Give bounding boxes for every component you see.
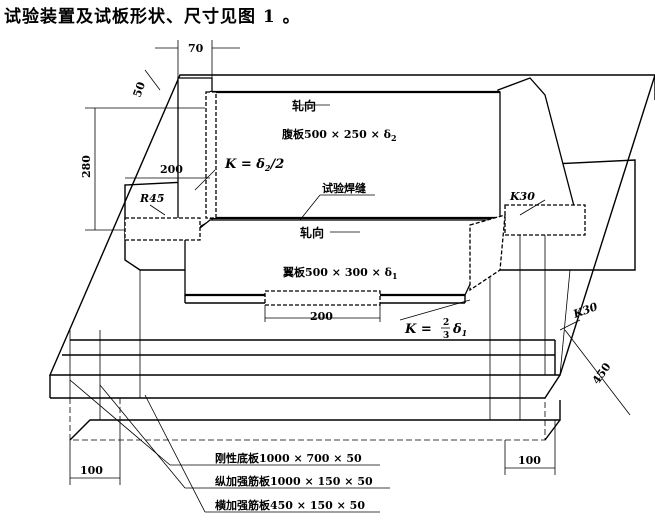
dim-100-right: 100	[518, 454, 541, 467]
longitudinal-ribs	[69, 330, 561, 441]
dim-70: 70	[188, 42, 204, 55]
rigid-base-plate	[48, 74, 655, 399]
welds	[124, 91, 586, 306]
k30-base-label: K30	[571, 300, 600, 321]
dim-280: 280	[80, 155, 93, 178]
web-plate	[209, 90, 501, 220]
dim-100-left: 100	[80, 464, 103, 477]
transverse-ribs	[62, 159, 636, 420]
flange-plate	[184, 219, 502, 304]
rail-direction-bottom: 轧向	[300, 225, 324, 240]
web-plate-label: 腹板500 × 250 × δ2	[282, 127, 397, 143]
dimension-lines	[69, 40, 631, 513]
test-weld-label: 试验焊缝	[322, 181, 366, 195]
r45-label: R45	[139, 192, 164, 205]
rail-direction-top: 轧向	[292, 98, 316, 113]
k-flange-denominator: 3	[443, 331, 449, 341]
k30-right-label: K30	[509, 190, 535, 203]
caption: 试验装置及试板形状、尺寸见图 1 。	[4, 7, 301, 27]
dim-50: 50	[131, 80, 149, 99]
dim-450: 450	[590, 360, 614, 387]
transverse-rib-label: 横加强筋板450 × 150 × 50	[215, 498, 365, 512]
k-web-label: K = δ2/2	[224, 157, 284, 173]
k-flange-text: K =	[404, 322, 432, 337]
base-plate-label: 刚性底板1000 × 700 × 50	[215, 451, 362, 465]
flange-plate-label: 翼板500 × 300 × δ1	[282, 265, 398, 281]
k-flange-numerator: 2	[443, 318, 449, 328]
dim-200-bottom: 200	[310, 310, 333, 323]
dim-200-top: 200	[160, 163, 183, 176]
longitudinal-rib-label: 纵加强筋板1000 × 150 × 50	[215, 474, 373, 488]
k-flange-label: K = 2 3 δ1	[404, 318, 467, 341]
k-flange-delta: δ1	[452, 322, 467, 338]
